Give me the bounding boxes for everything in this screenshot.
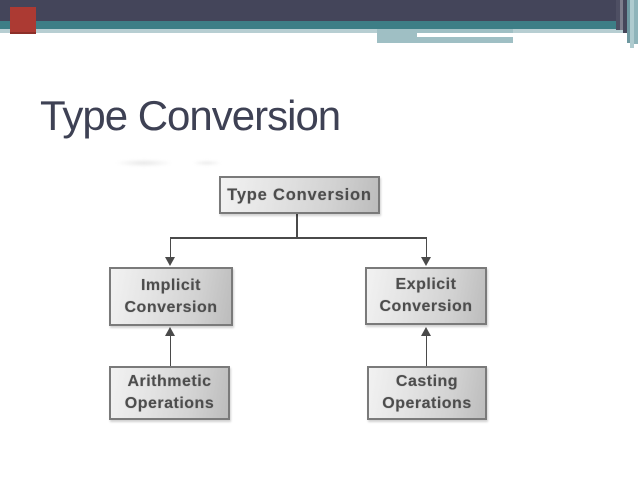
connector-arithmetic-to-implicit [169,336,171,366]
node-label-line: Conversion [379,298,473,315]
node-label: Type Conversion [227,185,372,204]
connector-root-stem [296,214,298,237]
header-teal-bar [0,21,638,29]
node-label-line: Implicit [140,276,201,294]
header-edge-stripes [616,0,638,48]
scan-smudge [115,159,173,167]
arrowhead-up-explicit [421,327,431,336]
node-casting-operations: Casting Operations [367,366,487,420]
node-label-line: Casting [395,373,459,390]
node-label-line: Explicit [395,276,457,293]
edge-stripe [630,0,634,48]
node-arithmetic-operations: Arithmetic Operations [109,366,230,420]
node-label-line: Conversion [124,298,218,316]
node-label-line: Operations [124,395,215,412]
node-label-line: Arithmetic [127,373,212,390]
connector-root-to-implicit [169,237,171,257]
connector-casting-to-explicit [425,336,427,366]
arrowhead-up-implicit [165,327,175,336]
edge-stripe [627,0,630,43]
arrowhead-down-implicit [165,257,175,266]
edge-stripe [616,0,620,30]
arrowhead-down-explicit [421,257,431,266]
node-explicit-conversion: Explicit Conversion [365,267,487,325]
edge-stripe [623,0,627,33]
scan-smudge [192,160,222,166]
header-dark-bar [0,0,638,21]
edge-stripe [634,0,638,44]
header-light-teal-bar [0,29,638,33]
red-accent-square [10,7,36,34]
connector-root-to-explicit [425,237,427,257]
node-label-line: Operations [382,395,472,412]
node-type-conversion: Type Conversion [219,176,380,214]
edge-stripe [620,0,623,30]
node-implicit-conversion: Implicit Conversion [109,267,233,326]
connector-horizontal-branch [170,237,426,239]
page-title: Type Conversion [40,92,341,139]
header-white-stripe [417,33,590,37]
